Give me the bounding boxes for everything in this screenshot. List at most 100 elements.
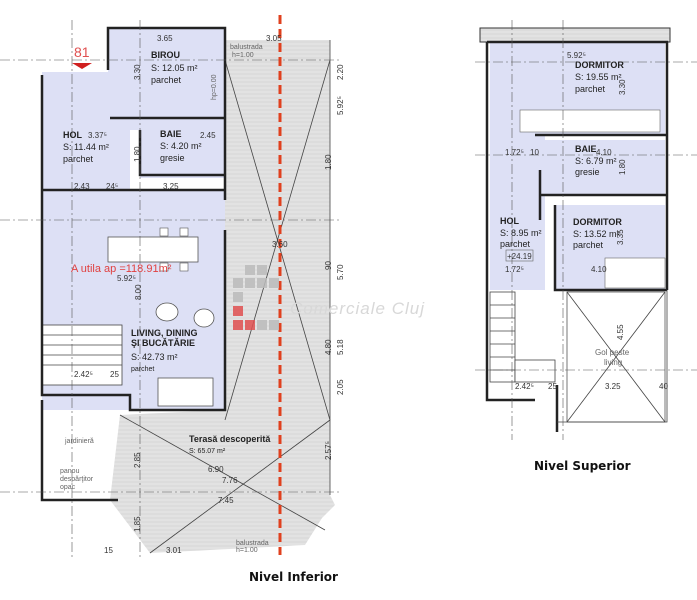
dimension: 2.57⁵	[324, 441, 333, 460]
dimension: 1.80	[324, 154, 333, 170]
dimension: 5.92⁵	[567, 51, 586, 60]
room-name: DORMITOR	[575, 60, 624, 70]
room-area: S: 65.07 m²	[189, 448, 226, 455]
dimension: 1.72⁵	[505, 148, 524, 157]
dimension: 3.25	[163, 182, 179, 191]
dimension: 2.42⁵	[515, 382, 534, 391]
lower-level-plan: Comerciale Cluj 81 BIROU S: 12.05 m² par…	[0, 15, 425, 584]
room-area: S: 4.20 m²	[160, 141, 202, 151]
dimension: 3.60	[272, 240, 288, 249]
dimension: 3.30	[618, 79, 627, 95]
dimension: 5.70	[336, 264, 345, 280]
room-floor: gresie	[575, 167, 600, 177]
kitchen-island	[107, 227, 199, 272]
dimension: 1.72⁵	[505, 265, 524, 274]
dimension: 3.65	[157, 34, 173, 43]
staircase	[489, 291, 556, 383]
dimension: 7.45	[218, 496, 234, 505]
room-area: S: 11.44 m²	[63, 142, 109, 152]
upper-level-title: Nivel Superior	[534, 459, 631, 473]
void-label: Gol peste	[595, 348, 630, 357]
dimension: 3.35	[616, 229, 625, 245]
room-area: S: 8.95 m²	[500, 228, 542, 238]
room-name: BAIE	[575, 144, 597, 154]
room-name-line2: ŞI BUCĂTĂRIE	[131, 338, 195, 348]
room-baie	[140, 128, 225, 178]
dimension: 2.20	[336, 64, 345, 80]
room-area: S: 13.52 m²	[573, 229, 620, 239]
room-area: S: 12.05 m²	[151, 63, 198, 73]
room-area: S: 6.79 m²	[575, 156, 617, 166]
room-name: HOL	[500, 216, 520, 226]
door-height: hp=0.00	[211, 74, 218, 100]
dimension: 24⁵	[106, 182, 118, 191]
room-floor: parchet	[573, 240, 604, 250]
dimension: 7.76	[222, 476, 238, 485]
walls-upper	[485, 40, 669, 432]
dimension: 3.01	[166, 546, 182, 555]
room-floor: gresie	[160, 153, 185, 163]
note: despărţitor	[60, 476, 94, 483]
void-over-living	[566, 291, 666, 423]
armchair	[155, 302, 179, 322]
note: h=1.00	[236, 547, 258, 554]
void-label: living	[604, 358, 622, 367]
dimension: 4.10	[591, 265, 607, 274]
watermark-logo	[233, 265, 279, 330]
room-floor: parchet	[131, 366, 154, 373]
level-mark: +24.19	[507, 252, 532, 261]
room-floor: parchet	[575, 84, 606, 94]
note: panou	[60, 468, 80, 475]
room-floor: parchet	[500, 239, 531, 249]
dimension: 6.90	[208, 465, 224, 474]
dimension: 2.05	[336, 379, 345, 395]
room-floor: parchet	[63, 154, 94, 164]
note: balustrada	[236, 540, 269, 547]
room-hol	[42, 72, 130, 197]
dimension: 5.18	[336, 339, 345, 355]
room-name: BAIE	[160, 129, 182, 139]
dimension: 5.92⁵	[336, 96, 345, 115]
walls	[40, 26, 331, 502]
room-name: HOL	[63, 130, 83, 140]
dimension: 4.55	[616, 324, 625, 340]
dimension: 10	[530, 148, 539, 157]
note: jardinieră	[64, 438, 94, 445]
dimension: 2.42⁵	[74, 370, 93, 379]
dimension: 2.45	[200, 131, 216, 140]
note: balustrada	[230, 44, 263, 51]
dimension: 3.25	[605, 382, 621, 391]
dimension: 1.80	[618, 159, 627, 175]
dimension: 25	[548, 382, 557, 391]
room-baie-upper	[540, 140, 665, 195]
sofa	[157, 377, 214, 407]
usable-area: A utila ap =118.91m²	[71, 263, 172, 275]
note: opac	[60, 484, 76, 491]
dimension: 90	[324, 261, 333, 270]
dimension: 5.92⁵	[117, 274, 136, 283]
dimension: 1.85	[133, 516, 142, 532]
dimension: 3.37⁵	[88, 131, 107, 140]
room-floor: parchet	[151, 75, 182, 85]
dimension: 2.85	[133, 452, 142, 468]
lower-level-title: Nivel Inferior	[249, 570, 338, 584]
room-name: Terasă descoperită	[189, 434, 271, 444]
room-hol-upper	[490, 135, 545, 290]
room-area: S: 42.73 m²	[131, 352, 178, 362]
room-area: S: 19.55 m²	[575, 72, 622, 82]
watermark-text: Comerciale Cluj	[290, 299, 425, 318]
dimension: 3.05	[266, 34, 282, 43]
staircase	[41, 324, 123, 386]
room-name: LIVING, DINING	[131, 328, 198, 338]
dimension: 25	[110, 370, 119, 379]
entrance-arrow-icon	[72, 63, 92, 69]
room-name: BIROU	[151, 50, 180, 60]
armchair	[193, 308, 215, 328]
dimension: 4.10	[596, 148, 612, 157]
apartment-number: 81	[74, 44, 90, 60]
dimension: 8.00	[134, 284, 143, 300]
note: h=1.00	[232, 52, 254, 59]
dimension: 15	[104, 546, 113, 555]
dimension: 40	[659, 382, 668, 391]
